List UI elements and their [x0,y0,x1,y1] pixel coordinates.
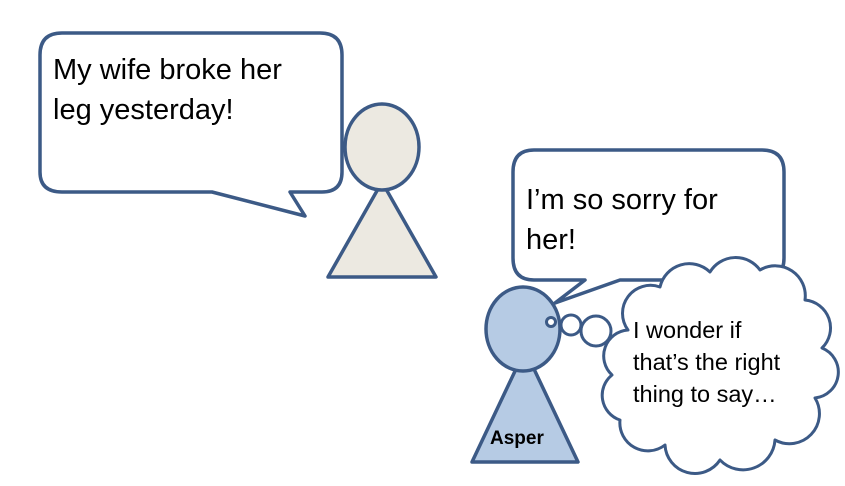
thought-line-2: that’s the right [633,349,781,375]
thought-trail-dot-medium [559,313,583,337]
asper-figure [470,285,580,464]
thought-trail [545,313,613,348]
asper-head [484,285,562,373]
speaker-body [326,180,438,279]
thought-trail-dot-small [545,316,557,328]
speaker-speech-line-2: leg yesterday! [53,94,234,126]
thought-text: I wonder if that’s the right thing to sa… [633,314,780,410]
asper-body [470,348,580,464]
speaker-speech-bubble [38,31,344,218]
thought-cloud [600,256,840,475]
asper-name-label: Asper [490,428,544,449]
speaker-head [343,102,421,192]
speaker-speech-text: My wife broke her leg yesterday! [53,50,282,130]
thought-trail-dot-large [579,314,613,348]
speaker-figure [326,102,438,279]
thought-line-1: I wonder if [633,317,742,343]
reply-speech-line-1: I’m so sorry for [526,184,718,216]
speaker-speech-line-1: My wife broke her [53,54,282,86]
thought-line-3: thing to say… [633,381,777,407]
reply-speech-text: I’m so sorry for her! [526,180,718,260]
reply-speech-line-2: her! [526,224,576,256]
